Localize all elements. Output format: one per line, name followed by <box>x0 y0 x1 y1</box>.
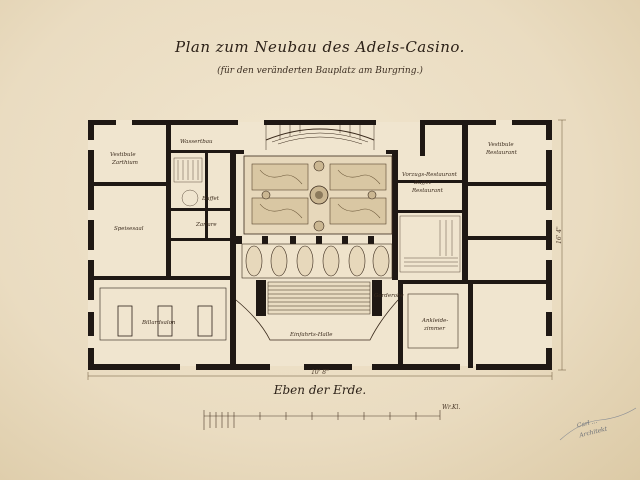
plan-title: Plan zum Neubau des Adels-Casino. <box>175 38 465 56</box>
signature-flourish <box>559 407 637 441</box>
window-openings <box>88 120 552 348</box>
central-court <box>243 155 393 235</box>
dimension-lines <box>87 119 566 380</box>
billiard-tables <box>99 287 227 341</box>
label-vorzug-2: Buffet <box>413 180 432 186</box>
dimension-right: 16' 4" <box>556 226 563 244</box>
label-ankleide-2: zimmer <box>423 326 445 332</box>
label-vorzug-3: Restaurant <box>411 188 444 194</box>
colonnade <box>241 243 393 279</box>
ankleide-room <box>407 293 459 349</box>
label-wassertbau: Wassertbau <box>180 139 213 145</box>
scale-bar <box>203 410 441 430</box>
label-einfahrts-halle: Einfahrts-Halle <box>289 332 333 338</box>
label-billardsalon: Billardsalon <box>141 320 176 326</box>
main-staircase <box>265 125 375 150</box>
label-vestibule-left-1: Vestibule <box>110 152 136 158</box>
floor-label: Eben der Erde. <box>273 383 367 397</box>
scale-unit: Wr.Kl. <box>442 404 461 411</box>
plan-subtitle: (für den veränderten Bauplatz am Burgrin… <box>217 66 423 76</box>
label-vorzug-1: Vorzugs-Restaurant <box>402 172 458 178</box>
label-vestibule-left-2: Zarthium <box>111 160 138 166</box>
label-ankleide-1: Ankleide- <box>421 318 448 324</box>
dimension-bottom: 10' 8" <box>311 369 329 376</box>
entrance-stairs <box>235 281 399 341</box>
side-staircase-right <box>399 215 461 273</box>
label-speisesaal: Speisesaal <box>114 226 144 232</box>
label-vestibule-right-2: Restaurant <box>485 150 518 156</box>
interior-walls <box>94 120 546 368</box>
label-buffet: Buffet <box>201 196 220 202</box>
side-staircase-left <box>173 157 203 207</box>
label-garderobe: Garderobe <box>374 293 405 299</box>
label-zarlare: Zarlare <box>195 222 217 228</box>
label-vestibule-right-1: Vestibule <box>488 142 514 148</box>
